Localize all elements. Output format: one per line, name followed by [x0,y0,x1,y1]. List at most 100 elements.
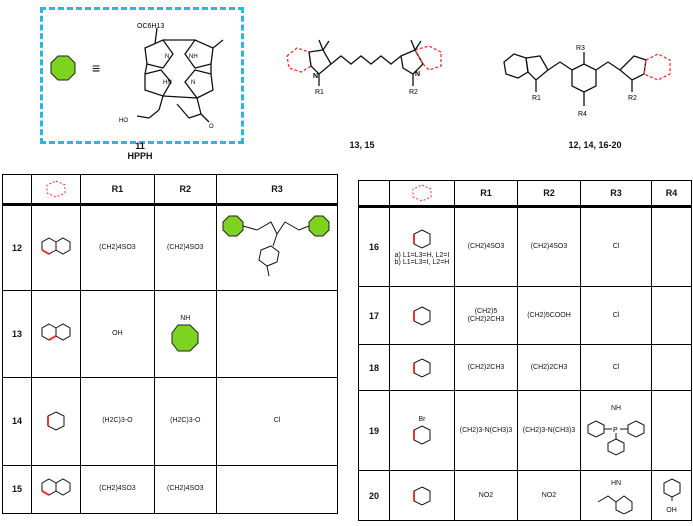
r3-value: HN [610,479,622,487]
r2-label-b: R2 [628,95,637,102]
r2-value: (CH2)3-N(CH3)3 [517,390,581,471]
r3-value: Cl [216,376,338,466]
naphthalene-icon [31,464,82,515]
r1-cell: (CH2)5 (CH2)2CH3 [454,286,518,345]
r1-value: (CH2)4SO3 [80,204,155,292]
right-table: R1 R2 R3 R4 16 a) L1=L3=H, L2=I b) L1=L3… [358,180,692,521]
compound-id: 18 [358,344,390,391]
svg-text:N: N [165,54,169,60]
r2-value: (CH2)5COOH [517,286,581,345]
r1-value: (CH2)2CH3 [454,344,518,391]
svg-text:NH: NH [189,54,198,60]
svg-text:P: P [613,427,618,434]
r1-value: (CH2)4SO3 [454,206,518,287]
table-row: 16 a) L1=L3=H, L2=I b) L1=L3=I, L2=H (CH… [358,206,692,287]
ring-header-icon [389,180,455,208]
r2-label-a: R2 [409,89,418,96]
r4-phenol-cell: OH [651,470,692,521]
r2-value: (CH2)2CH3 [517,344,581,391]
table-row: 13 OH NH [1,290,338,378]
r1-value: (H2C)3-O [80,376,155,466]
r3-label-b: R3 [576,45,585,52]
r2-value: NH [180,314,191,322]
r2-value: NO2 [517,470,581,521]
r3-bis-hpph-cell [216,204,338,292]
benzene-icon [389,470,455,521]
r3-value [216,290,338,378]
naphthalene-icon [31,290,82,378]
note-b: b) L1=L3=I, L2=H [394,259,450,266]
naphthalene-icon [31,204,82,292]
r2-value: (CH2)4SO3 [153,464,218,515]
r3-morpholine-cell: HN [580,470,652,521]
r1-value: (CH2)5 [474,307,498,315]
label-12-14-16-20: 12, 14, 16-20 [568,140,622,150]
r4-value [651,344,692,391]
svg-text:O: O [209,124,214,130]
r1-value: (CH2)4SO3 [80,464,155,515]
cyanine-structure-a: N N R1 R2 [286,39,442,96]
table-row: 18 (CH2)2CH3 (CH2)2CH3 Cl [358,344,692,391]
compound-id: 12 [1,204,33,292]
r4-label-b: R4 [578,111,587,118]
svg-text:HN: HN [163,80,172,86]
r3-value: Cl [580,286,652,345]
ring-substituent: Br [418,415,426,423]
hpph-number: 11 [135,141,145,151]
hpph-acid: HO [119,118,128,124]
r2-value: (CH2)4SO3 [517,206,581,287]
table-row: 17 (CH2)5 (CH2)2CH3 (CH2)5COOH Cl [358,286,692,345]
r4-value [651,206,692,287]
right-header-r1: R1 [454,180,518,208]
right-header-row: R1 R2 R3 R4 [358,180,692,208]
table-row: 12 (CH2)4SO3 (CH2)4SO3 [1,204,338,292]
benzene-icon [389,286,455,345]
right-header-r3: R3 [580,180,652,208]
ring-header-icon [31,173,82,207]
svg-text:N: N [191,80,195,86]
halobenzene-cell: a) L1=L3=H, L2=I b) L1=L3=I, L2=H [389,206,455,287]
label-13-15: 13, 15 [349,140,375,150]
r1-label-b: R1 [532,95,541,102]
r4-value: OH [666,506,677,514]
r3-value [216,464,338,515]
hpph-octagon-icon [50,55,76,81]
left-header-r2: R2 [153,173,218,207]
r4-value [651,286,692,345]
compound-id: 13 [1,290,33,378]
nitrogen-2: N [415,71,420,78]
compound-id: 19 [358,390,390,471]
hpph-name: HPPH [127,151,153,161]
r1-value: NO2 [454,470,518,521]
compound-id: 15 [1,464,33,515]
hpph-structure: OC6H13 N NH HN N HO O [119,23,224,130]
left-header-r1: R1 [80,173,155,207]
table-row: 15 (CH2)4SO3 (CH2)4SO3 [1,464,338,515]
compound-id: 16 [358,206,390,287]
bromobenzene-cell: Br [389,390,455,471]
r3-phosphonium-cell: NH P [580,390,652,471]
hpph-box [40,7,244,144]
compound-id: 14 [1,376,33,466]
r4-value [651,390,692,471]
r1-value: OH [80,290,155,378]
r3-value: NH [610,404,622,412]
r1-label-a: R1 [315,89,324,96]
hpph-substituent: OC6H13 [137,23,164,30]
table-row: 20 NO2 NO2 HN OH [358,470,692,521]
nitrogen-1: N [313,73,318,80]
benzene-icon [389,344,455,391]
r2-value: (H2C)3-O [153,376,218,466]
right-header-r2: R2 [517,180,581,208]
r3-value: Cl [580,206,652,287]
table-row: 14 (H2C)3-O (H2C)3-O Cl [1,376,338,466]
r2-hpph-cell: NH [153,290,218,378]
compound-id: 17 [358,286,390,345]
cyanine-structure-b: R3 R4 R1 R2 [503,45,671,118]
table-row: 19 Br (CH2)3-N(CH3)3 (CH2)3-N(CH3)3 NH P [358,390,692,471]
benzene-icon [31,376,82,466]
equiv-sign: ≡ [92,60,101,76]
note-a: a) L1=L3=H, L2=I [394,252,450,259]
r1-value: (CH2)3-N(CH3)3 [454,390,518,471]
r1-ester-value: (CH2)2CH3 [467,315,505,323]
